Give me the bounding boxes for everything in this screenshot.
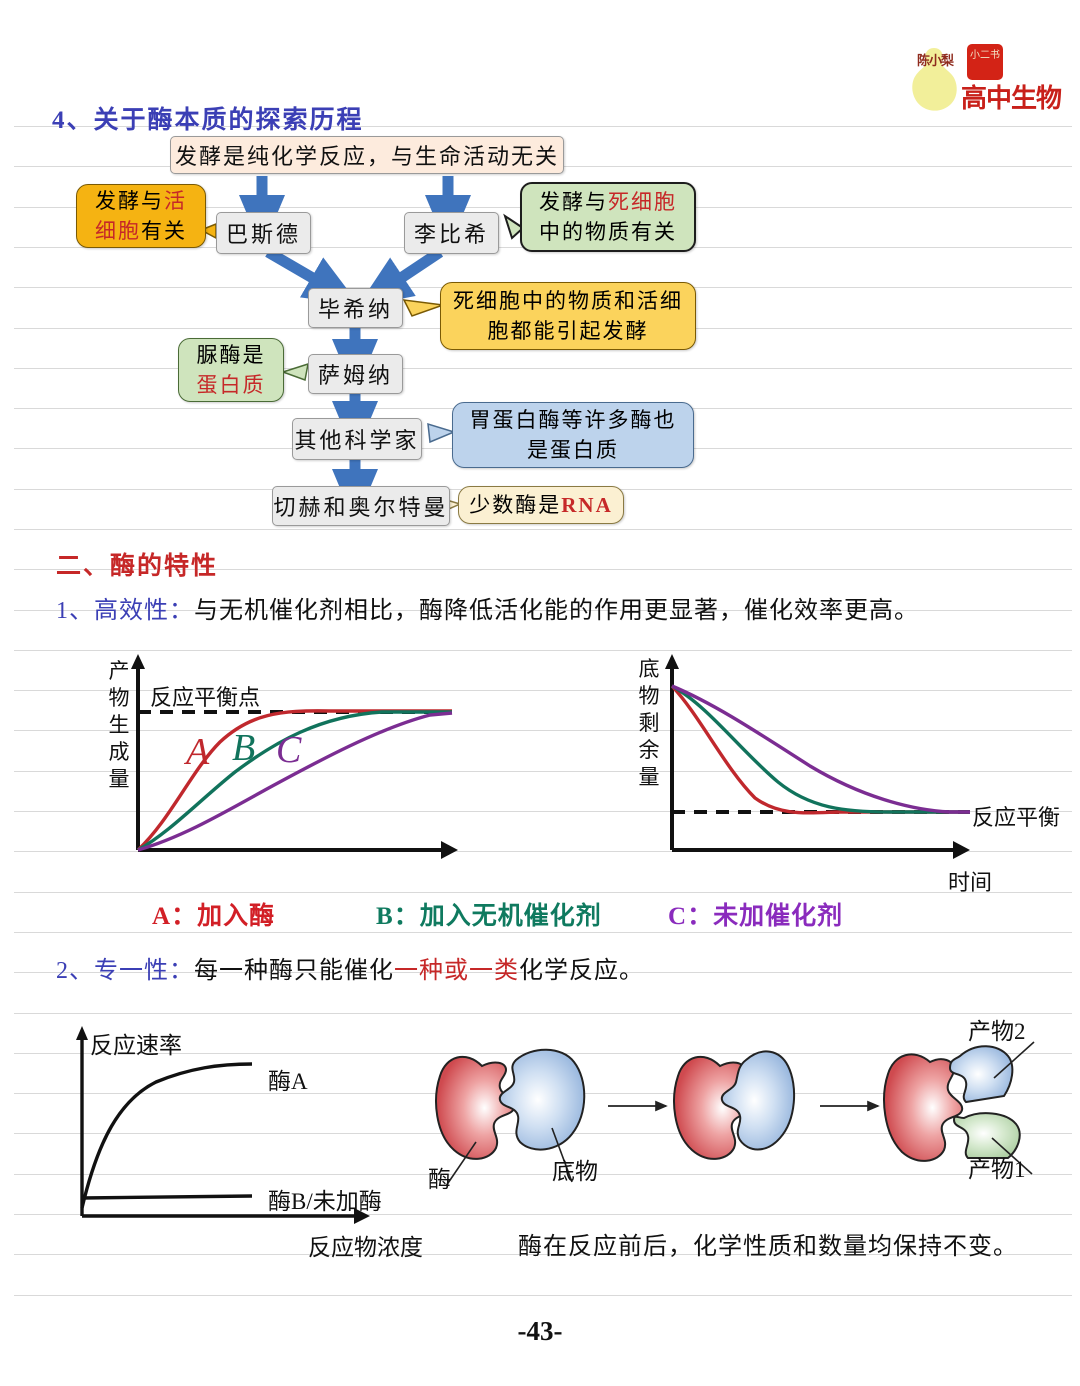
feature-1-text: 与无机催化剂相比，酶降低活化能的作用更显著，催化效率更高。 (194, 598, 919, 624)
section-4-heading: 4、关于酶本质的探索历程 (52, 107, 364, 134)
legend-a-sep: ： (171, 903, 198, 930)
feature-2-number: 2、 (56, 958, 94, 984)
label-enzyme: 酶 (428, 1167, 451, 1192)
chart3-y-axis-label: 反应速率 (90, 1033, 182, 1058)
flow-arrows (199, 176, 525, 524)
chart3-series-enzyme-b-label: 酶B/未加酶 (268, 1189, 382, 1214)
callout-rna-prefix: 少数酶是 (469, 493, 562, 517)
chart-substrate-vs-time (665, 654, 970, 859)
flow-node-sumner[interactable]: 萨姆纳 (308, 354, 403, 394)
chart3-series-enzyme-a-label: 酶A (268, 1069, 308, 1094)
feature-2-colon: ： (169, 958, 194, 984)
callout-dead-cell: 发酵与死细胞 中的物质有关 (520, 182, 696, 252)
stage3-products (883, 1041, 1035, 1175)
legend-a-key: A (152, 903, 172, 930)
callout-both-l2: 胞都能引起发酵 (487, 319, 649, 343)
chart1-y-axis-label: 产物生成量 (108, 659, 130, 791)
chart-rate-vs-substrate (76, 1026, 370, 1224)
callout-live-cell-l2a: 细胞 (95, 219, 141, 243)
logo-seal: 小二书 (967, 44, 1003, 80)
chart-product-vs-time (131, 654, 458, 859)
flow-node-liebig[interactable]: 李比希 (404, 212, 499, 254)
feature-2-title: 专一性 (94, 958, 169, 984)
stage2-enzyme-substrate-complex (673, 1050, 796, 1160)
legend-b-key: B (376, 903, 394, 930)
callout-urease-l2: 蛋白质 (196, 373, 266, 397)
flow-node-pasteur[interactable]: 巴斯德 (216, 212, 311, 254)
stage1-substrate (498, 1048, 586, 1151)
feature-1-colon: ： (169, 598, 194, 624)
chart2-y-axis-label: 底物剩余量 (638, 657, 660, 789)
feature-1-line: 1、高效性：与无机催化剂相比，酶降低活化能的作用更显著，催化效率更高。 (56, 590, 919, 625)
legend-b-text: 加入无机催化剂 (419, 903, 602, 930)
callout-urease-protein: 脲酶是 蛋白质 (178, 338, 284, 402)
callout-dead-cell-l1a: 发酵与 (539, 190, 608, 214)
feature-2-text-b: 一种或一类 (394, 958, 519, 984)
gourd-shape-icon (912, 48, 957, 111)
flow-node-buchner[interactable]: 毕希纳 (308, 288, 403, 328)
legend-entry-c: C：未加催化剂 (668, 896, 843, 932)
flow-banner: 发酵是纯化学反应，与生命活动无关 (170, 136, 564, 174)
callout-dead-cell-l1b: 死细胞 (608, 190, 677, 214)
callout-both-cause-fermentation: 死细胞中的物质和活细 胞都能引起发酵 (440, 282, 696, 350)
feature-2-text-a: 每一种酶只能催化 (194, 958, 394, 984)
callout-rna-term: RNA (561, 493, 613, 517)
legend-b-sep: ： (393, 903, 420, 930)
logo-owner-name: 陈小梨 (916, 53, 954, 68)
feature-1-number: 1、 (56, 598, 94, 624)
callout-pepsin-l2: 是蛋白质 (527, 438, 619, 462)
chart2-x-axis-label: 时间 (948, 870, 993, 895)
section-2-heading: 二、酶的特性 (56, 553, 219, 580)
legend-entry-b: B：加入无机催化剂 (376, 896, 602, 932)
page-number: -43- (517, 1316, 563, 1346)
chart2-equilibrium-annotation: 反应平衡 (972, 805, 1061, 830)
footer-note: 酶在反应前后，化学性质和数量均保持不变。 (518, 1234, 1018, 1260)
enzyme-substrate-diagram (435, 1041, 1035, 1187)
legend-entry-a: A：加入酶 (152, 896, 275, 932)
label-substrate: 底物 (552, 1159, 598, 1184)
chart1-equilibrium-annotation: 反应平衡点 (150, 685, 261, 710)
label-product-2: 产物2 (968, 1019, 1026, 1044)
legend-a-text: 加入酶 (197, 903, 276, 930)
logo-brand-text: 高中生物 (961, 84, 1062, 113)
feature-2-text-c: 化学反应。 (519, 958, 644, 984)
callout-live-cell-l1b: 活 (164, 189, 187, 213)
flow-node-other-scientists[interactable]: 其他科学家 (292, 418, 422, 460)
callout-both-l1: 死细胞中的物质和活细 (453, 289, 683, 313)
legend-c-key: C (668, 903, 688, 930)
chart3-x-axis-label: 反应物浓度 (308, 1235, 423, 1260)
chart1-series-b-label: B (232, 727, 256, 769)
callout-pepsin-protein: 胃蛋白酶等许多酶也 是蛋白质 (452, 402, 694, 468)
feature-1-title: 高效性 (94, 598, 169, 624)
feature-2-line: 2、专一性：每一种酶只能催化一种或一类化学反应。 (56, 950, 644, 985)
legend-c-text: 未加催化剂 (713, 903, 844, 930)
stage1-enzyme (435, 1056, 516, 1160)
brand-logo: 陈小梨 小二书 高中生物 (895, 38, 1062, 116)
callout-dead-cell-l2a: 中的物质有关 (539, 220, 677, 244)
chart1-series-c-label: C (276, 729, 302, 771)
legend-c-sep: ： (687, 903, 714, 930)
chart1-series-a-label: A (186, 731, 210, 773)
callout-pepsin-l1: 胃蛋白酶等许多酶也 (469, 408, 677, 432)
callout-urease-l1: 脲酶是 (196, 343, 266, 367)
callout-live-cell-l2b: 有关 (141, 219, 187, 243)
label-product-1: 产物1 (968, 1157, 1026, 1182)
callout-live-cell: 发酵与活 细胞有关 (76, 184, 206, 248)
flow-node-cech-altman[interactable]: 切赫和奥尔特曼 (272, 486, 450, 526)
callout-live-cell-l1a: 发酵与 (95, 189, 164, 213)
